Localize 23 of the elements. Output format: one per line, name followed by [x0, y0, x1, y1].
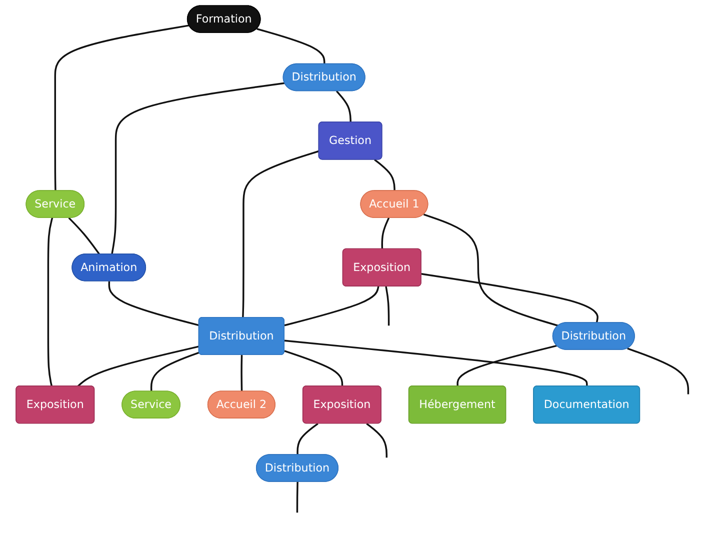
connector — [111, 82, 285, 254]
connector — [108, 281, 200, 326]
connector — [627, 348, 690, 394]
connector — [240, 355, 243, 392]
connector — [47, 218, 54, 386]
connector — [77, 346, 200, 387]
connector — [381, 218, 390, 250]
connector — [296, 422, 318, 455]
connector — [256, 28, 326, 64]
connector — [284, 340, 588, 386]
connector — [423, 214, 558, 327]
connector — [374, 159, 396, 191]
connector — [385, 286, 390, 326]
connector — [284, 286, 380, 326]
connector — [150, 352, 200, 392]
connector — [296, 482, 298, 513]
connector — [366, 422, 388, 458]
connector — [336, 90, 352, 122]
connector — [456, 344, 558, 386]
connector — [284, 350, 344, 386]
connector — [68, 217, 100, 255]
connector — [242, 150, 320, 318]
connector — [54, 24, 190, 191]
